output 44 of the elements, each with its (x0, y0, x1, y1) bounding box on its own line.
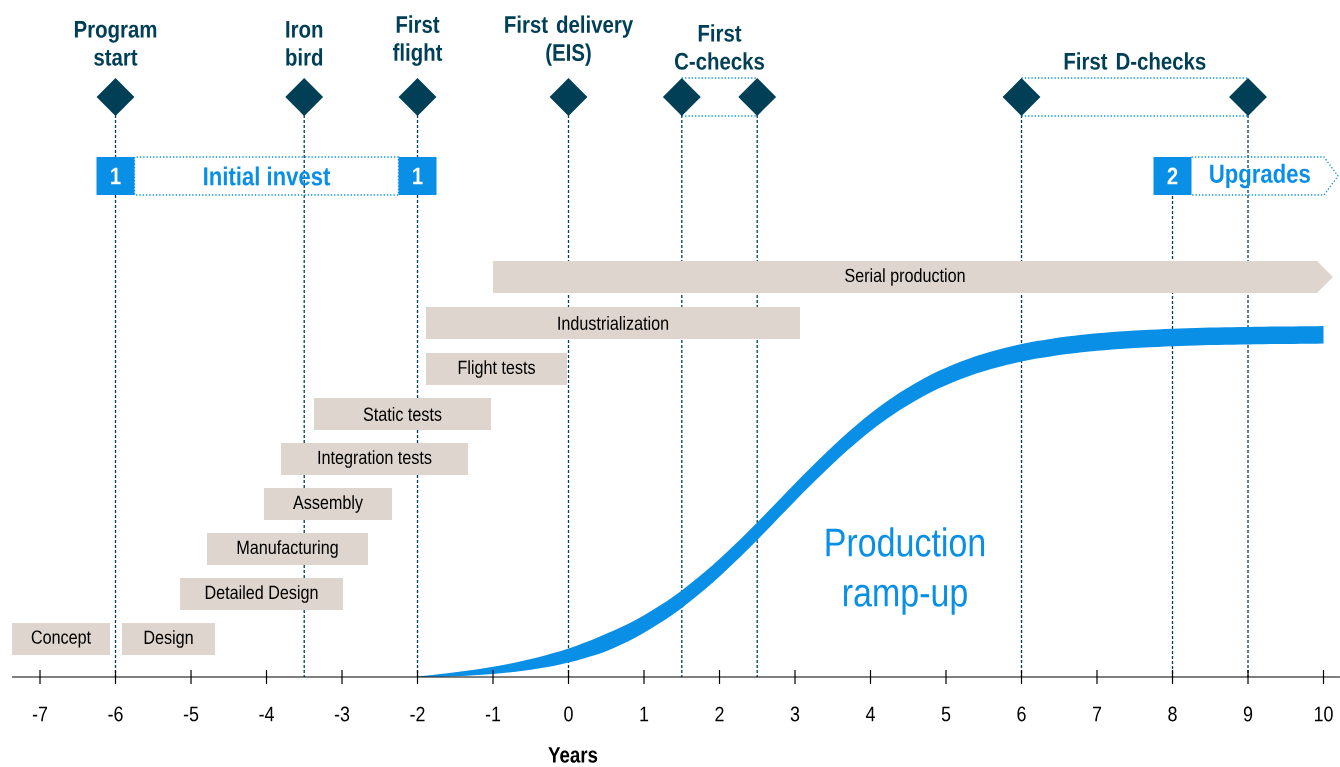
tick-label: 9 (1243, 706, 1253, 722)
phase-bar: Static tests (314, 398, 491, 430)
axis-title: Years (548, 747, 598, 763)
tick-label: -5 (183, 706, 199, 722)
phase-bar: Industrialization (426, 307, 800, 339)
milestone-diamond (1229, 78, 1267, 116)
tick-label: 7 (1092, 706, 1102, 722)
tick-label: 3 (790, 706, 800, 722)
phase-bar: Assembly (264, 488, 392, 520)
milestone-label: First C-checks (675, 24, 764, 70)
tick-label: 5 (941, 706, 951, 722)
phase-bar: Integration tests (281, 443, 468, 475)
curve-label: Production ramp-up (826, 527, 985, 615)
milestone-label: First delivery (EIS) (505, 15, 634, 66)
milestone-label: First D-checks (1064, 52, 1206, 70)
tick-label: -7 (32, 706, 48, 722)
milestone-label: Iron bird (286, 21, 323, 66)
number-badge: 1 (96, 157, 135, 195)
tick-label: 1 (640, 706, 649, 722)
tick-label: 6 (1017, 706, 1026, 722)
dotted-band: Initial invest (133, 156, 400, 196)
phase-bar: Flight tests (426, 353, 567, 385)
tick-label: -2 (410, 706, 425, 722)
milestone-label: Program start (74, 21, 157, 66)
phase-bar: Manufacturing (207, 533, 368, 565)
dotted-arrow-band: Upgrades (1190, 156, 1339, 196)
tick-label: 2 (715, 706, 724, 722)
milestone-diamond (738, 78, 777, 116)
tick-label: 8 (1168, 706, 1177, 722)
tick-label: 0 (564, 706, 573, 722)
tick-label: -4 (259, 706, 274, 722)
number-badge: 1 (398, 157, 437, 195)
milestone-diamond (1002, 78, 1041, 116)
phase-bar: Detailed Design (180, 578, 343, 610)
milestone-diamond (662, 78, 701, 116)
tick-label: 10 (1314, 706, 1333, 722)
tick-label: -1 (485, 706, 501, 722)
phase-bar: Design (122, 623, 215, 655)
tick-label: -6 (108, 706, 123, 722)
tick-label: -3 (334, 706, 350, 722)
phase-bar: Concept (12, 623, 110, 655)
tick-label: 4 (865, 706, 875, 722)
number-badge: 2 (1153, 157, 1192, 195)
milestone-label: First flight (392, 15, 443, 66)
